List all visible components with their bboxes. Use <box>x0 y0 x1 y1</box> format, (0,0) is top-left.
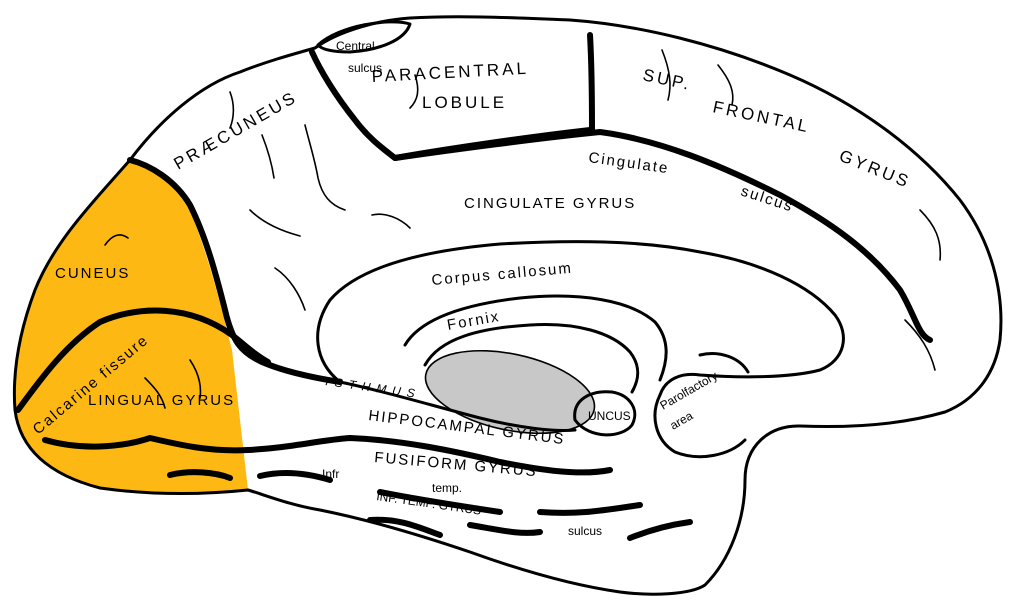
minor-sulcus-10 <box>919 209 942 261</box>
parolfactory-outline <box>653 352 750 459</box>
infr-label: Infr <box>322 467 339 481</box>
minor-sulcus-2 <box>261 134 275 179</box>
cuneus-label: CUNEUS <box>55 265 130 282</box>
isthmus-label: ISTHMUS <box>325 374 422 401</box>
hippocampal-boundary <box>338 380 577 432</box>
marginal-sulcus <box>587 32 595 133</box>
minor-sulcus-4 <box>249 209 301 237</box>
minor-sulcus-5 <box>274 267 306 311</box>
corpus-callosum-inner <box>403 294 668 382</box>
minor-sulcus-8 <box>661 49 671 101</box>
calcarine-fissure-line <box>15 307 271 413</box>
temp-label: temp. <box>432 481 462 495</box>
minor-sulcus-13 <box>144 377 166 409</box>
minor-sulcus-14 <box>189 359 202 399</box>
paracentral-label: PARACENTRAL <box>371 59 529 86</box>
inferior-temporal-sulcus-line <box>367 516 693 541</box>
gyrus-label: GYRUS <box>837 146 914 192</box>
cingulate-label: Cingulate <box>587 149 670 177</box>
minor-sulcus-7 <box>409 74 419 109</box>
central-sulcus-label-2: sulcus <box>348 61 382 75</box>
minor-sulcus-3 <box>304 124 346 211</box>
collateral-sulcus-line <box>42 435 613 476</box>
inf-temp-gyrus-label: INF. TEMP. GYRUS <box>376 489 483 518</box>
brain-outline <box>12 15 1003 596</box>
lingual-gyrus-label: LINGUAL GYRUS <box>88 392 235 409</box>
occipitotemporal-sulcus-line <box>167 469 643 516</box>
minor-sulcus-1 <box>229 91 235 129</box>
central-sulcus-label-1: Central <box>336 39 375 53</box>
frontal-label: FRONTAL <box>711 97 812 136</box>
minor-sulcus-6 <box>371 213 411 229</box>
uncus-outline <box>573 390 637 437</box>
fornix-arc <box>423 323 640 394</box>
corpus-callosum-outline <box>316 240 845 397</box>
ventricle-shape <box>424 349 596 435</box>
sulcus-label-2: sulcus <box>568 524 602 538</box>
parieto-occipital-fissure-line <box>127 157 343 385</box>
sup-label: SUP. <box>641 65 693 94</box>
minor-sulcus-9 <box>717 64 734 106</box>
lobule-label: LOBULE <box>422 93 507 112</box>
area-label: area <box>668 408 696 432</box>
minor-sulcus-11 <box>904 319 936 371</box>
corpus-callosum-label: Corpus callosum <box>431 260 574 289</box>
cingulate-gyrus-label: CINGULATE GYRUS <box>464 195 636 212</box>
central-sulcus-notch <box>316 20 412 54</box>
cingulate-sulcus-line <box>392 129 933 343</box>
occipital-highlight-region <box>14 160 248 494</box>
uncus-label: UNCUS <box>588 409 631 423</box>
minor-sulcus-12 <box>104 234 129 246</box>
